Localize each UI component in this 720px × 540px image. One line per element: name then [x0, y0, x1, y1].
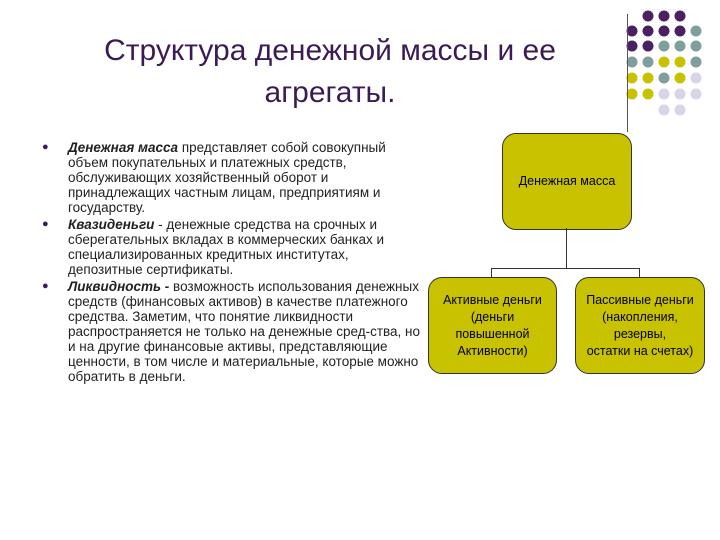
decor-dot	[642, 56, 654, 68]
bullet-marker: ●	[42, 141, 49, 153]
diagram-passive-money-box: Пассивные деньги (накопления, резервы, о…	[575, 277, 705, 374]
decor-dot	[690, 40, 702, 52]
decor-dot	[658, 104, 670, 116]
decor-dot	[690, 56, 702, 68]
decor-dot	[674, 88, 686, 100]
active-money-line: повышенной	[455, 326, 530, 341]
active-money-line: (деньги	[470, 309, 515, 324]
diagram-root-label: Денежная масса	[518, 174, 616, 188]
decor-dot	[674, 56, 686, 68]
decor-dot	[626, 88, 638, 100]
decor-dot	[626, 56, 638, 68]
connector-vertical-root	[566, 228, 567, 268]
active-money-line: Активности)	[457, 343, 528, 358]
decor-dot	[642, 25, 654, 37]
bullet-marker: ●	[42, 218, 49, 230]
decor-dot	[674, 104, 686, 116]
decor-dot	[642, 40, 654, 52]
connector-horizontal	[491, 268, 640, 269]
decor-dot	[626, 40, 638, 52]
decor-dot	[674, 72, 686, 84]
decor-dot	[658, 56, 670, 68]
decor-dot	[658, 25, 670, 37]
bullet-text: - денежные средства на срочных и сберега…	[68, 217, 385, 277]
bullet-text: представляет собой совокупный объем поку…	[68, 140, 386, 215]
passive-money-line: остатки на счетах)	[586, 343, 694, 358]
bullet-list: ● Денежная масса представляет собой сово…	[40, 140, 425, 386]
decor-dot	[690, 72, 702, 84]
active-money-line: Активные деньги	[443, 292, 542, 307]
decor-dot	[690, 25, 702, 37]
decor-dot	[674, 10, 686, 22]
decor-dot	[626, 72, 638, 84]
bullet-text: возможность использования денежных средс…	[68, 279, 421, 384]
bullet-term: Денежная масса	[68, 140, 179, 155]
bullet-term: Квазиденьги	[68, 217, 155, 232]
passive-money-line: резервы,	[613, 326, 667, 341]
decorative-dot-grid	[626, 10, 702, 116]
passive-money-line: (накопления,	[602, 309, 678, 324]
decor-dot	[658, 72, 670, 84]
decor-dot	[658, 40, 670, 52]
decor-dot	[626, 25, 638, 37]
bullet-item: ● Ликвидность - возможность использовани…	[40, 279, 425, 384]
decor-dot	[642, 72, 654, 84]
passive-money-line: Пассивные деньги	[586, 292, 694, 307]
decor-dot	[658, 88, 670, 100]
bullet-marker: ●	[42, 280, 49, 292]
connector-vertical-right	[639, 268, 640, 277]
decorative-vertical-line	[627, 14, 628, 132]
decor-dot	[658, 10, 670, 22]
decor-dot	[690, 88, 702, 100]
bullet-term: Ликвидность -	[68, 279, 170, 294]
diagram-active-money-box: Активные деньги (деньги повышенной Актив…	[428, 277, 557, 374]
connector-vertical-left	[491, 268, 492, 277]
bullet-item: ● Денежная масса представляет собой сово…	[40, 140, 425, 215]
diagram-root-box: Денежная масса	[502, 133, 632, 230]
decor-dot	[642, 10, 654, 22]
decor-dot	[642, 88, 654, 100]
decor-dot	[674, 40, 686, 52]
bullet-item: ● Квазиденьги - денежные средства на сро…	[40, 217, 425, 277]
decor-dot	[674, 25, 686, 37]
slide-title: Структура денежной массы и ее агрегаты.	[104, 34, 556, 109]
